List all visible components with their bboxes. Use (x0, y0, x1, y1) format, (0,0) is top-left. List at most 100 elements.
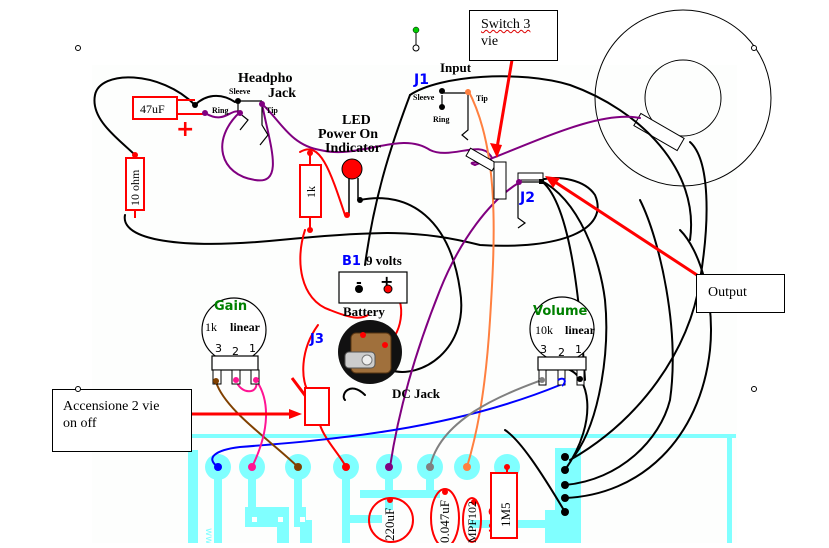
wire-purple (474, 115, 641, 166)
wire-black (564, 229, 712, 499)
wire-black (359, 197, 463, 373)
wire-black (93, 76, 196, 156)
dc-jack-label: DC Jack (392, 386, 441, 401)
resistor-1k: 1k (299, 150, 322, 233)
capacitor-220uf: 220uF (368, 497, 414, 543)
input-jack-j1: Input J1 Sleeve Ring Tip (413, 60, 488, 141)
switch3-arrow-head (490, 143, 502, 158)
wire-purple (389, 181, 521, 468)
callout-output[interactable]: Output (696, 274, 785, 313)
gain-pin-2: 2 (232, 345, 239, 358)
gain-pin-3: 3 (215, 342, 222, 355)
resistor-10ohm: 10 ohm (125, 152, 145, 218)
resistor-1m5: 1M5 (490, 464, 518, 539)
volume-pot: Volume 10k linear 3 2 1 (529, 296, 596, 387)
pcb-top-trace (176, 434, 736, 438)
volume-pin-1: 1 (575, 343, 582, 356)
wire-black (564, 199, 674, 486)
wire-gray (429, 379, 543, 468)
resize-handle-top-right[interactable] (751, 45, 757, 51)
volume-taper: linear (565, 323, 596, 337)
rotation-handle[interactable] (412, 26, 420, 34)
wire-black (409, 75, 693, 241)
wire-brown (215, 381, 299, 468)
speaker-ring (594, 9, 772, 187)
wire-black (342, 387, 366, 401)
headphone-jack: Headpho Jack Sleeve Ring Tip (192, 71, 296, 146)
battery-ref: B1 (342, 254, 361, 269)
dc-jack-ref: J3 (309, 332, 324, 347)
on-off-switch (290, 377, 330, 426)
callout-accensione-handle[interactable] (75, 386, 81, 392)
callout-accensione-line2: on off (63, 416, 97, 431)
switch3-arrow-line (495, 59, 514, 149)
resize-handle-right[interactable] (751, 386, 757, 392)
callout-output-text: Output (708, 285, 747, 300)
callout-switch-line2: vie (481, 34, 499, 49)
volume-value: 10k (535, 323, 553, 337)
volume-pin-3: 3 (540, 343, 547, 356)
input-ring-label: Ring (433, 115, 449, 124)
wire-black (504, 429, 566, 513)
fet-label: MPF102 (465, 501, 479, 543)
cap-047-label: 0.047uF (437, 500, 452, 543)
input-sleeve-label: Sleeve (413, 93, 435, 102)
cap-220-label: 220uF (382, 508, 397, 541)
callout-accensione[interactable]: Accensione 2 vie on off (52, 389, 192, 452)
wire-red (299, 148, 346, 216)
battery-minus: - (356, 275, 362, 291)
headphone-title-2: Jack (268, 86, 296, 101)
resistor-1m5-label: 1M5 (498, 502, 513, 527)
accensione-arrow-head (289, 409, 302, 419)
led-label-3: Indicator (325, 141, 381, 156)
resize-handle-top-left[interactable] (75, 45, 81, 51)
led-label-1: LED (342, 113, 371, 128)
wire-orange (466, 89, 495, 468)
wire-blue (211, 384, 561, 468)
input-tip-label: Tip (476, 94, 488, 103)
cap-47-polarity: + (176, 117, 194, 142)
led-indicator: LED Power On Indicator (318, 113, 381, 218)
callout-arrows (192, 59, 701, 419)
volume-name: Volume (533, 304, 588, 319)
pcb-left-rail (188, 450, 198, 543)
headphone-tip-label: Tip (266, 106, 278, 115)
gain-pin-1: 1 (249, 342, 256, 355)
wire-purple (221, 103, 274, 182)
headphone-title-1: Headpho (238, 71, 292, 86)
gain-taper: linear (230, 320, 261, 334)
battery-b1: B1 9 volts - + Battery (338, 253, 408, 319)
wire-pink (251, 379, 267, 468)
gain-value: 1k (205, 320, 217, 334)
gain-name: Gain (214, 299, 247, 314)
callout-accensione-line1: Accensione 2 vie (63, 399, 160, 414)
pcb-wire-dots (214, 453, 569, 516)
cap-47-label: 47uF (140, 102, 165, 116)
led-label-2: Power On (318, 127, 378, 142)
capacitor-47uf: 47uF + (132, 96, 208, 142)
output-jack-j2: J2 (516, 172, 544, 229)
resize-handle-top[interactable] (412, 44, 420, 52)
wires (93, 75, 712, 513)
pcb-right-rail (727, 438, 732, 543)
resistor-10ohm-label: 10 ohm (128, 169, 142, 206)
output-arrow-head (545, 176, 560, 188)
callout-switch-3-vie[interactable]: Switch 3 vie (469, 10, 558, 61)
battery-label: Battery (343, 304, 385, 319)
input-ref: J1 (413, 72, 429, 88)
wire-black (364, 94, 411, 266)
callout-switch-line1: Switch 3 (481, 17, 531, 32)
headphone-ring-label: Ring (212, 106, 228, 115)
dc-jack-j3: J3 DC Jack (309, 320, 441, 401)
wire-black (194, 94, 236, 106)
output-arrow-line (551, 178, 701, 279)
speaker-plug (633, 112, 685, 152)
volume-pin-2: 2 (558, 346, 565, 359)
input-title: Input (440, 60, 472, 75)
gain-pot: Gain 1k linear 3 2 1 (201, 297, 267, 385)
switch-3-way (465, 147, 507, 200)
output-ref: J2 (519, 190, 535, 206)
pcb-watermark: www.un (203, 528, 214, 543)
